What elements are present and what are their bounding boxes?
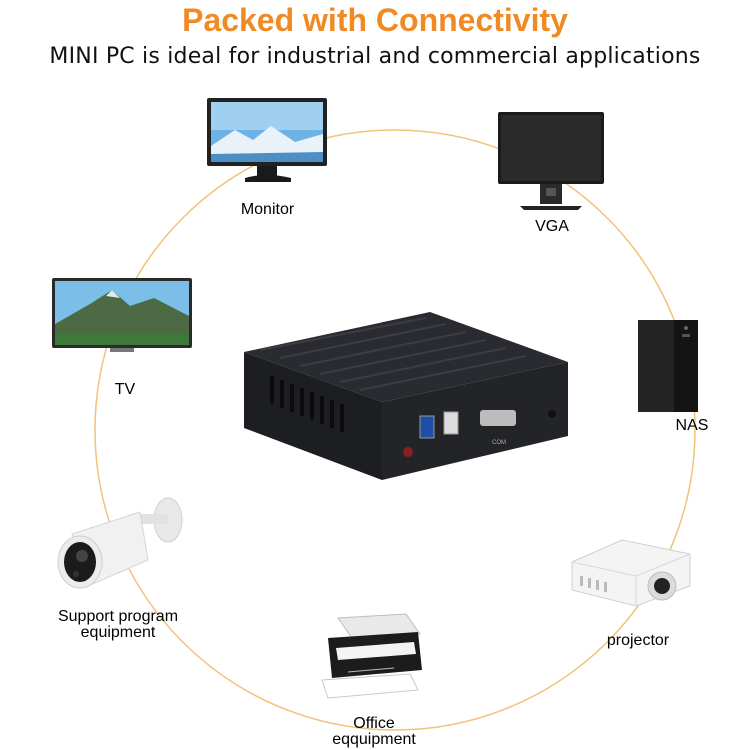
nas-tower-image: [638, 320, 698, 412]
device-label-vga: VGA: [535, 218, 569, 235]
monitor-image: [207, 98, 327, 182]
security-camera-image: [57, 497, 183, 589]
device-label-projector: projector: [606, 632, 670, 649]
device-label-support-program: Support program equipment: [36, 609, 200, 641]
device-label-support-program-line2: equipment: [80, 624, 156, 641]
com-port-label: COM: [492, 440, 506, 446]
page-subtitle: MINI PC is ideal for industrial and comm…: [49, 44, 701, 69]
device-label-support-program-line1: Support program: [57, 608, 179, 625]
tv-image: [52, 278, 192, 352]
device-label-office-line2: eqquipment: [332, 731, 416, 748]
device-label-office: Office eqquipment: [316, 716, 432, 748]
printer-image: [321, 613, 422, 699]
vga-monitor-image: [498, 112, 604, 210]
mini-pc-image: COM: [244, 312, 568, 480]
device-label-office-line1: Office: [353, 715, 395, 732]
device-label-nas: NAS: [675, 417, 709, 434]
device-label-monitor: Monitor: [240, 201, 295, 218]
device-label-tv: TV: [114, 381, 136, 398]
projector-image: [571, 539, 691, 607]
page-title: Packed with Connectivity: [182, 2, 568, 38]
